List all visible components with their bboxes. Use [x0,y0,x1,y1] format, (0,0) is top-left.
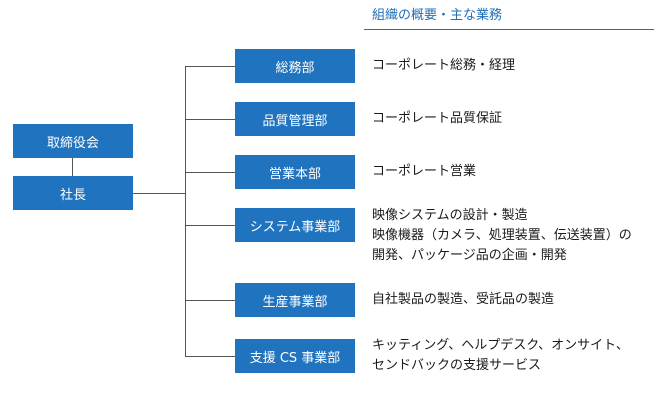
board-president-connector [72,158,73,176]
description-line: キッティング、ヘルプデスク、オンサイト、 [372,338,629,353]
department-box-sales: 営業本部 [235,155,355,189]
description-line: 開発、パッケージ品の企画・開発 [372,248,567,263]
president-trunk-connector [133,193,186,194]
description-line: 映像機器（カメラ、処理装置、伝送装置）の [372,228,632,243]
department-box-production: 生産事業部 [235,283,355,317]
department-box-support-cs: 支援 CS 事業部 [235,339,355,373]
description-line: コーポレート営業 [372,164,477,179]
department-spine [185,66,186,357]
department-description-systems: 映像システムの設計・製造 映像機器（カメラ、処理装置、伝送装置）の 開発、パッケ… [372,206,632,266]
branch-connector-1 [185,119,235,120]
description-line: センドバックの支援サービス [372,358,542,373]
department-description-general-affairs: コーポレート総務・経理 [372,56,515,76]
branch-connector-0 [185,66,235,67]
branch-connector-2 [185,172,235,173]
department-description-support-cs: キッティング、ヘルプデスク、オンサイト、 センドバックの支援サービス [372,336,629,376]
description-line: 自社製品の製造、受託品の製造 [372,292,555,307]
branch-connector-5 [185,356,235,357]
description-line: コーポレート品質保証 [372,111,503,126]
branch-connector-3 [185,225,235,226]
board-of-directors-box: 取締役会 [13,124,133,158]
president-box: 社長 [13,176,133,210]
description-line: 映像システムの設計・製造 [372,208,528,223]
branch-connector-4 [185,300,235,301]
department-description-quality-control: コーポレート品質保証 [372,109,502,129]
column-header: 組織の概要・主な業務 [364,6,654,30]
department-box-systems: システム事業部 [235,208,355,242]
department-box-general-affairs: 総務部 [235,49,355,83]
department-description-sales: コーポレート営業 [372,162,476,182]
department-box-quality-control: 品質管理部 [235,102,355,136]
department-description-production: 自社製品の製造、受託品の製造 [372,290,554,310]
description-line: コーポレート総務・経理 [372,58,516,73]
